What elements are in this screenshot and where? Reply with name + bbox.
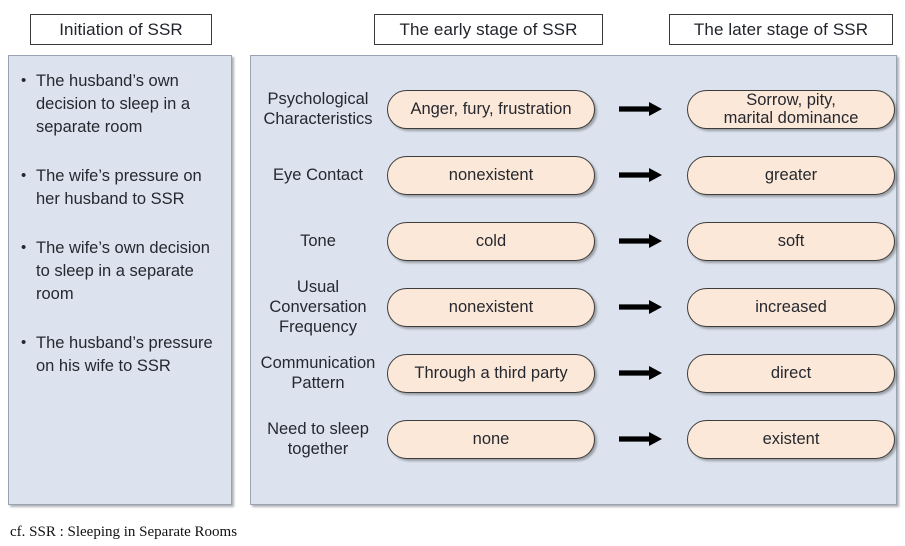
row-label: Usual Conversation Frequency xyxy=(269,278,367,336)
stages-comparison-panel: Psychological Characteristics Anger, fur… xyxy=(250,55,897,505)
table-row: Usual Conversation Frequency nonexistent… xyxy=(251,274,898,340)
early-stage-value: cold xyxy=(387,221,595,261)
arrow-cell xyxy=(595,365,687,381)
right-arrow-icon xyxy=(619,102,662,116)
right-arrow-icon xyxy=(619,168,662,182)
arrow-cell xyxy=(595,167,687,183)
arrow-cell xyxy=(595,101,687,117)
row-label: Communication Pattern xyxy=(260,354,376,392)
early-stage-value: none xyxy=(387,419,595,459)
stage-rows: Psychological Characteristics Anger, fur… xyxy=(251,76,898,472)
early-stage-value: nonexistent xyxy=(387,155,595,195)
list-item: The wife’s pressure on her husband to SS… xyxy=(21,164,221,211)
header-early-stage-of-ssr: The early stage of SSR xyxy=(374,14,603,45)
table-row: Eye Contact nonexistent greater xyxy=(251,142,898,208)
right-arrow-icon xyxy=(619,432,662,446)
right-arrow-icon xyxy=(619,300,662,314)
later-stage-value: greater xyxy=(687,155,895,195)
header-later-label: The later stage of SSR xyxy=(693,19,869,39)
table-row: Tone cold soft xyxy=(251,208,898,274)
header-initiation-of-ssr: Initiation of SSR xyxy=(30,14,212,45)
later-stage-value: increased xyxy=(687,287,895,327)
right-arrow-icon xyxy=(619,366,662,380)
row-label: Eye Contact xyxy=(273,166,363,184)
footnote-ssr-definition: cf. SSR : Sleeping in Separate Rooms xyxy=(10,524,238,540)
list-item: The wife’s own decision to sleep in a se… xyxy=(21,236,221,306)
table-row: Communication Pattern Through a third pa… xyxy=(251,340,898,406)
initiation-panel: The husband’s own decision to sleep in a… xyxy=(8,55,232,505)
arrow-cell xyxy=(595,431,687,447)
initiation-bullet-list: The husband’s own decision to sleep in a… xyxy=(17,69,221,378)
early-stage-value: Through a third party xyxy=(387,353,595,393)
arrow-cell xyxy=(595,233,687,249)
early-stage-value: nonexistent xyxy=(387,287,595,327)
header-initiation-label: Initiation of SSR xyxy=(59,19,183,39)
header-early-label: The early stage of SSR xyxy=(399,19,578,39)
later-stage-value: direct xyxy=(687,353,895,393)
row-label: Tone xyxy=(300,232,336,250)
early-stage-value: Anger, fury, frustration xyxy=(387,89,595,129)
row-label: Need to sleep together xyxy=(267,420,369,458)
list-item: The husband’s own decision to sleep in a… xyxy=(21,69,221,139)
later-stage-value: Sorrow, pity, marital dominance xyxy=(687,89,895,129)
right-arrow-icon xyxy=(619,234,662,248)
list-item: The husband’s pressure on his wife to SS… xyxy=(21,331,221,378)
table-row: Need to sleep together none existent xyxy=(251,406,898,472)
later-stage-value: soft xyxy=(687,221,895,261)
row-label: Psychological Characteristics xyxy=(263,90,373,128)
header-later-stage-of-ssr: The later stage of SSR xyxy=(669,14,893,45)
arrow-cell xyxy=(595,299,687,315)
table-row: Psychological Characteristics Anger, fur… xyxy=(251,76,898,142)
later-stage-value: existent xyxy=(687,419,895,459)
